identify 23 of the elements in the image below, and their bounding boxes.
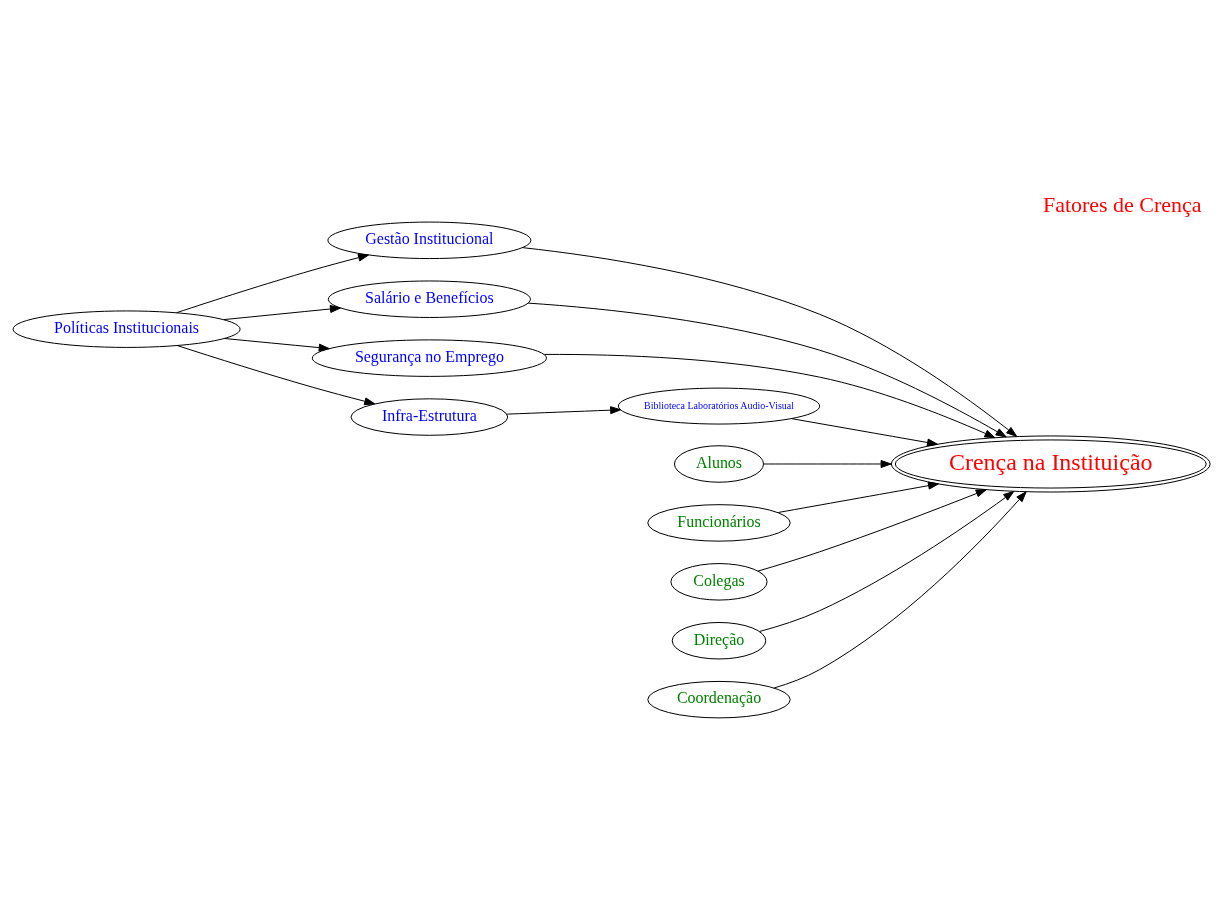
arrow [527,302,1007,438]
diagram-title: Fatores de Crença [1042,191,1202,217]
node-ellipse: Biblioteca Laboratórios Audio-Visual [617,387,821,425]
node-ellipse: Direção [671,622,767,660]
node-ellipse: Segurança no Emprego [311,339,547,377]
arrow [759,490,1015,632]
node-ellipse: Funcionários [647,504,791,542]
arrow [224,338,330,352]
arrow [223,305,341,321]
arrow [177,345,376,406]
arrow [506,406,622,415]
arrow [773,491,1027,689]
arrow [757,489,987,572]
arrow [777,481,939,513]
node-ellipse: Políticas Institucionais [12,310,241,348]
node-ellipse: Colegas [670,563,768,601]
arrow [176,253,369,314]
arrow [543,353,996,439]
node-ellipse: Alunos [673,445,765,483]
arrow [522,247,1018,437]
arrow [791,418,938,447]
node-ellipse: Coordenação [647,680,791,719]
arrow [763,460,892,468]
